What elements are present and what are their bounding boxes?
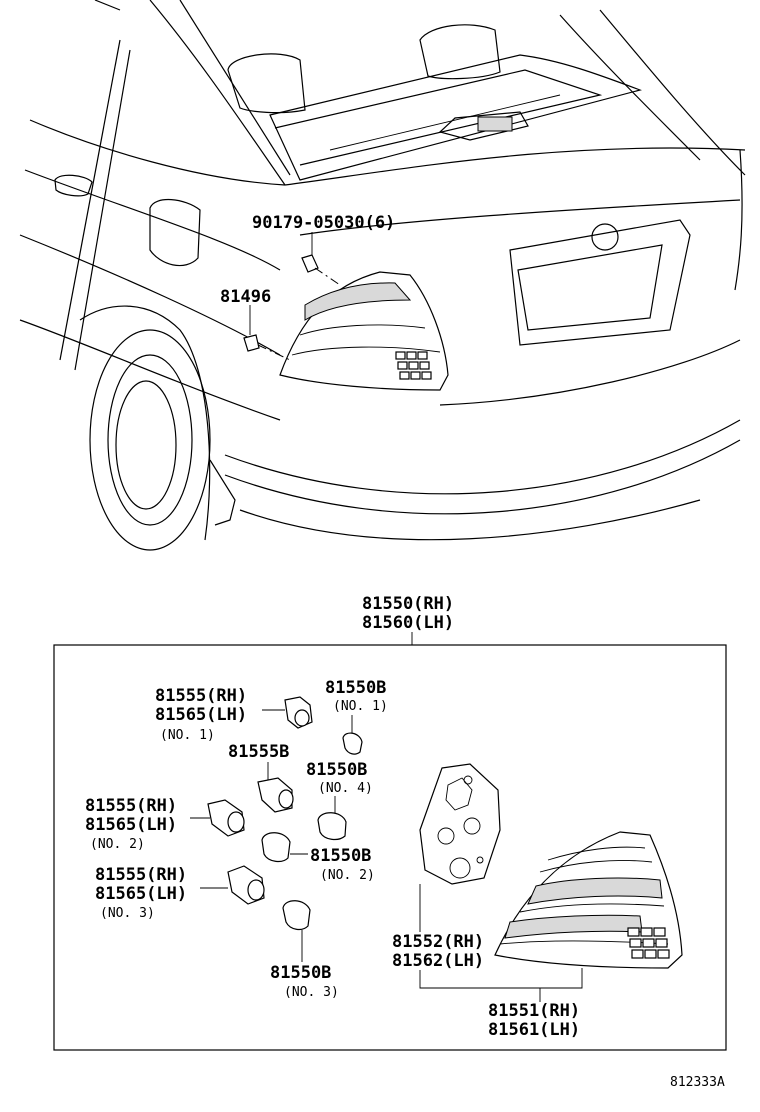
- exploded-view-frame: [53, 644, 727, 1051]
- bulb-no1: 81550B (NO. 1): [325, 678, 388, 755]
- socket-no2-lh: 81565(LH): [85, 815, 177, 835]
- gasket-rh: 81552(RH): [392, 932, 484, 952]
- bulb-no3: 81550B (NO. 3): [270, 900, 339, 1000]
- socket-no2-rh: 81555(RH): [85, 796, 177, 816]
- socket-b-pn: 81555B: [228, 742, 289, 762]
- socket-no3-rh: 81555(RH): [95, 865, 187, 885]
- socket-no3-note: (NO. 3): [100, 906, 155, 921]
- bulb-no4-pn: 81550B: [306, 760, 367, 780]
- socket-no2: 81555(RH) 81565(LH) (NO. 2): [85, 796, 245, 852]
- socket-no3-lh: 81565(LH): [95, 884, 187, 904]
- assembly-rh-label: 81550(RH): [362, 594, 454, 614]
- assembly-lh-label: 81560(LH): [362, 613, 454, 633]
- bulb-no4-icon: [317, 812, 347, 841]
- screw-part-number: 90179-05030(6): [252, 213, 395, 233]
- bulb-no1-pn: 81550B: [325, 678, 386, 698]
- bulb-no2-icon: [261, 832, 291, 863]
- lens-lh: 81561(LH): [488, 1020, 580, 1040]
- bulb-no3-icon: [282, 900, 311, 931]
- lens-reflectors: [627, 927, 670, 959]
- socket-no1-lh: 81565(LH): [155, 705, 247, 725]
- gasket-lh: 81562(LH): [392, 951, 484, 971]
- clip-icon: [243, 334, 260, 352]
- gasket: [419, 763, 501, 885]
- bulb-no3-pn: 81550B: [270, 963, 331, 983]
- bulb-no4-note: (NO. 4): [318, 781, 373, 796]
- car-rear-illustration: [19, 0, 746, 551]
- socket-no3: 81555(RH) 81565(LH) (NO. 3): [95, 865, 265, 921]
- bulb-no3-note: (NO. 3): [284, 985, 339, 1000]
- bulb-no1-note: (NO. 1): [333, 699, 388, 714]
- socket-b: 81555B: [228, 742, 294, 813]
- gasket-icon: [419, 763, 501, 885]
- socket-no1: 81555(RH) 81565(LH) (NO. 1): [155, 686, 313, 743]
- bulb-no4: 81550B (NO. 4): [306, 760, 373, 841]
- socket-no1-note: (NO. 1): [160, 728, 215, 743]
- figure-id: 812333A: [670, 1075, 725, 1090]
- clip-part-number: 81496: [220, 287, 271, 307]
- lens-rh: 81551(RH): [488, 1001, 580, 1021]
- lens-assembly: [494, 831, 683, 969]
- bulb-no2-pn: 81550B: [310, 846, 371, 866]
- car-lamp-reflectors: [395, 351, 432, 380]
- screw-icon: [301, 254, 319, 273]
- bulb-no1-icon: [342, 732, 363, 755]
- bulb-no2: 81550B (NO. 2): [261, 832, 375, 883]
- socket-no1-rh: 81555(RH): [155, 686, 247, 706]
- socket-no2-note: (NO. 2): [90, 837, 145, 852]
- bulb-no2-note: (NO. 2): [320, 868, 375, 883]
